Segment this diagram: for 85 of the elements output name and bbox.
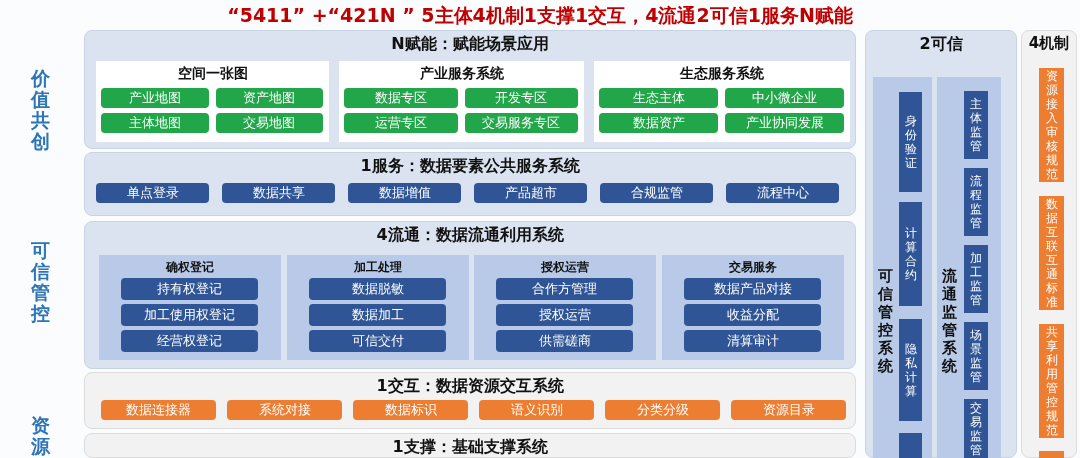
side-label: 资源 — [31, 415, 50, 457]
panel-heading: 授权运营 — [540, 259, 590, 276]
layer-panel — [84, 30, 856, 149]
layer-panel — [865, 30, 1017, 458]
function-box: 场景监管 — [964, 322, 988, 390]
function-box: 授权运营 — [496, 304, 633, 326]
panel-heading: 1服务：数据要素公共服务系统 — [359, 156, 581, 177]
function-box: 交易地图 — [215, 113, 323, 133]
function-box: 开发专区 — [464, 88, 578, 108]
function-box: 计算合约 — [899, 202, 922, 306]
function-box: 可信交付 — [309, 330, 446, 352]
panel-heading: 2可信 — [918, 34, 964, 55]
side-label: 价值共创 — [31, 68, 50, 152]
group-panel — [99, 255, 281, 360]
function-box: 清算审计 — [684, 330, 821, 352]
panel-heading: 加工处理 — [353, 259, 403, 276]
function-box: 流程中心 — [726, 183, 839, 203]
function-box: 合规监管 — [600, 183, 713, 203]
function-box: 语义识别 — [479, 400, 594, 420]
system-column — [873, 77, 932, 458]
function-box: 产业协同发展 — [725, 113, 844, 133]
mechanism-box: 共享利用管控规范 — [1039, 324, 1064, 438]
group-panel — [662, 255, 844, 360]
group-panel — [474, 255, 656, 360]
function-box: 流程监管 — [964, 168, 988, 236]
function-box: 收益分配 — [684, 304, 821, 326]
group-panel — [594, 61, 850, 142]
layer-panel — [84, 221, 856, 369]
layer-panel — [84, 433, 856, 458]
function-box: 交易监管 — [964, 399, 988, 458]
function-box: 资源目录 — [731, 400, 846, 420]
function-box: 产业地图 — [101, 88, 209, 108]
function-box: 分类分级 — [605, 400, 720, 420]
column-heading: 可信管控系统 — [878, 267, 893, 375]
column-heading: 流通监管系统 — [942, 267, 957, 375]
panel-heading: N赋能：赋能场景应用 — [390, 34, 550, 55]
layer-panel — [84, 372, 856, 429]
function-box: 运营专区 — [344, 113, 458, 133]
function-box: 数据标识 — [353, 400, 468, 420]
function-box: 数据连接器 — [101, 400, 216, 420]
mechanism-box: 资源接入审核规范 — [1039, 68, 1064, 182]
function-box: 数据脱敏 — [309, 278, 446, 300]
mechanism-box: 数据互联互通标准 — [1039, 196, 1064, 310]
function-box: 数据专区 — [344, 88, 458, 108]
function-box: 产品超市 — [474, 183, 587, 203]
panel-heading: 1交互：数据资源交互系统 — [375, 376, 565, 397]
mechanism-box — [1039, 451, 1064, 458]
function-box: 交易服务专区 — [464, 113, 578, 133]
function-box: 数据加工 — [309, 304, 446, 326]
function-box: 持有权登记 — [121, 278, 258, 300]
panel-heading: 确权登记 — [164, 259, 215, 276]
panel-heading: 4流通：数据流通利用系统 — [375, 225, 565, 246]
function-box: 合作方管理 — [496, 278, 633, 300]
function-box: 数据资产 — [599, 113, 718, 133]
function-box: 系统对接 — [227, 400, 342, 420]
function-box: 生态主体 — [599, 88, 718, 108]
function-box: 隐私计算 — [899, 319, 922, 421]
layer-panel — [84, 152, 856, 216]
function-box: 单点登录 — [96, 183, 209, 203]
function-box: 资产地图 — [215, 88, 323, 108]
panel-heading: 交易服务 — [728, 259, 778, 276]
function-box: 中小微企业 — [725, 88, 844, 108]
panel-heading: 4机制 — [1027, 34, 1071, 53]
function-box: 数据增值 — [348, 183, 461, 203]
group-panel — [339, 61, 584, 142]
function-box — [899, 433, 922, 458]
system-column — [937, 77, 1001, 458]
title: “5411” +“421N ” 5主体4机制1支撑1交互，4流通2可信1服务N赋能 — [226, 3, 854, 28]
function-box: 供需磋商 — [496, 330, 633, 352]
function-box: 主体地图 — [101, 113, 209, 133]
group-panel — [96, 61, 329, 142]
function-box: 加工监管 — [964, 245, 988, 313]
group-panel — [287, 255, 469, 360]
panel-heading: 1支撑：基础支撑系统 — [391, 437, 549, 458]
panel-heading: 空间一张图 — [176, 65, 249, 83]
side-label: 可信管控 — [31, 240, 50, 324]
function-box: 数据共享 — [222, 183, 335, 203]
panel-heading: 生态服务系统 — [679, 65, 765, 83]
function-box: 身份验证 — [899, 92, 922, 192]
layer-panel — [1021, 30, 1077, 458]
function-box: 主体监管 — [964, 91, 988, 159]
function-box: 加工使用权登记 — [121, 304, 258, 326]
function-box: 数据产品对接 — [684, 278, 821, 300]
function-box: 经营权登记 — [121, 330, 258, 352]
panel-heading: 产业服务系统 — [418, 65, 505, 83]
